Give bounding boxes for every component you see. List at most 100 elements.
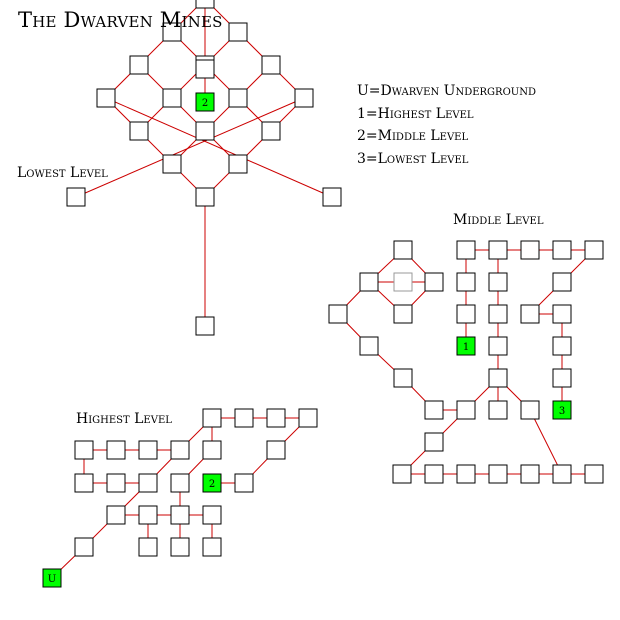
exit-middle-to-highest-label: 1 <box>463 342 469 353</box>
exit-middle-to-lowest <box>552 400 572 420</box>
room-lowest-bottom <box>195 316 215 336</box>
exit-middle-to-lowest-label: 3 <box>559 406 565 417</box>
room-middle-h6 <box>584 464 604 484</box>
room-lowest-0-2 <box>129 55 149 75</box>
room-middle-c5 <box>584 240 604 260</box>
room-lowest-0-1 <box>162 22 182 42</box>
room-middle-a4 <box>424 272 444 292</box>
room-highest-t2 <box>234 408 254 428</box>
middle-level-label: Middle Level <box>453 212 544 228</box>
room-lowest-2-3 <box>162 154 182 174</box>
room-middle-h4 <box>520 464 540 484</box>
room-middle-c2 <box>488 240 508 260</box>
room-middle-f4 <box>552 336 572 356</box>
room-highest-t4 <box>298 408 318 428</box>
room-highest-r1 <box>74 440 94 460</box>
room-highest-r4 <box>170 440 190 460</box>
room-middle-h5 <box>552 464 572 484</box>
room-middle-a2 <box>359 272 379 292</box>
lowest-level-label: Lowest Level <box>17 165 108 181</box>
room-middle-d2 <box>456 304 476 324</box>
room-highest-m2 <box>170 473 190 493</box>
room-lowest-3-0 <box>294 88 314 108</box>
room-highest-n2 <box>138 505 158 525</box>
exit-lowest-to-middle <box>195 92 215 112</box>
room-highest-r2 <box>106 440 126 460</box>
room-middle-e3 <box>488 336 508 356</box>
exit-highest-to-middle <box>202 473 222 493</box>
room-highest-o2 <box>170 537 190 557</box>
room-middle-a5 <box>393 304 413 324</box>
room-highest-n3 <box>170 505 190 525</box>
room-lowest-3-2 <box>228 154 248 174</box>
room-middle-e4 <box>488 368 508 388</box>
room-highest-s1 <box>74 473 94 493</box>
room-highest-o1 <box>138 537 158 557</box>
room-highest-s2 <box>106 473 126 493</box>
room-lowest-0-0 <box>195 0 215 9</box>
room-lowest-2-0 <box>261 55 281 75</box>
room-lowest-2-2 <box>195 121 215 141</box>
room-lowest-1-3 <box>129 121 149 141</box>
room-lowest-east <box>322 187 342 207</box>
rooms: 2 1 3 2U <box>42 0 604 588</box>
room-lowest-1-0 <box>228 22 248 42</box>
room-middle-b4 <box>456 400 476 420</box>
room-lowest-west <box>66 187 86 207</box>
room-middle-f3 <box>552 304 572 324</box>
corridor-middle-23 <box>529 409 563 475</box>
room-highest-n4 <box>202 505 222 525</box>
room-middle-g2 <box>424 432 444 452</box>
room-middle-f1 <box>552 272 572 292</box>
exit-highest-to-underground <box>42 568 62 588</box>
legend-lowest: 3=Lowest Level <box>357 150 469 167</box>
room-middle-f2 <box>520 304 540 324</box>
room-middle-h3 <box>488 464 508 484</box>
room-highest-p1 <box>74 537 94 557</box>
room-middle-b1 <box>359 336 379 356</box>
room-lowest-2-1 <box>228 88 248 108</box>
room-lowest-0-3 <box>96 88 116 108</box>
room-middle-h2 <box>456 464 476 484</box>
room-lowest-3-1 <box>261 121 281 141</box>
room-middle-f5 <box>552 368 572 388</box>
exit-highest-to-middle-label: 2 <box>209 479 215 490</box>
room-highest-t1 <box>202 408 222 428</box>
room-highest-s3 <box>138 473 158 493</box>
room-middle-e2 <box>488 304 508 324</box>
legend-highest: 1=Highest Level <box>357 105 474 122</box>
corridor-lowest-28 <box>105 97 333 198</box>
highest-level-label: Highest Level <box>76 411 172 427</box>
legend: U=Dwarven Underground 1=Highest Level 2=… <box>357 80 536 170</box>
room-highest-m1 <box>202 440 222 460</box>
room-middle-g3 <box>392 464 412 484</box>
room-lowest-3-3 <box>195 187 215 207</box>
room-middle-a3 <box>393 272 413 292</box>
room-middle-h1 <box>424 464 444 484</box>
room-middle-c1 <box>456 240 476 260</box>
room-middle-e1 <box>488 272 508 292</box>
legend-middle: 2=Middle Level <box>357 128 469 144</box>
room-middle-a1 <box>393 240 413 260</box>
room-highest-m4 <box>234 473 254 493</box>
room-highest-t3 <box>266 408 286 428</box>
map-title: The Dwarven Mines <box>18 8 223 32</box>
room-middle-e5 <box>488 400 508 420</box>
room-middle-b3 <box>424 400 444 420</box>
room-highest-o3 <box>202 537 222 557</box>
room-middle-d1 <box>456 272 476 292</box>
exit-lowest-to-middle-label: 2 <box>202 98 208 109</box>
legend-underground: U=Dwarven Underground <box>357 83 536 99</box>
room-middle-b2 <box>393 368 413 388</box>
corridor-lowest-27 <box>75 97 305 198</box>
exit-middle-to-highest <box>456 336 476 356</box>
room-highest-n1 <box>106 505 126 525</box>
room-lowest-1-2 <box>162 88 182 108</box>
room-middle-g1 <box>520 400 540 420</box>
room-middle-a6 <box>328 304 348 324</box>
exit-highest-to-underground-label: U <box>48 574 56 585</box>
room-middle-c4 <box>552 240 572 260</box>
room-middle-c3 <box>520 240 540 260</box>
room-highest-m3 <box>266 440 286 460</box>
